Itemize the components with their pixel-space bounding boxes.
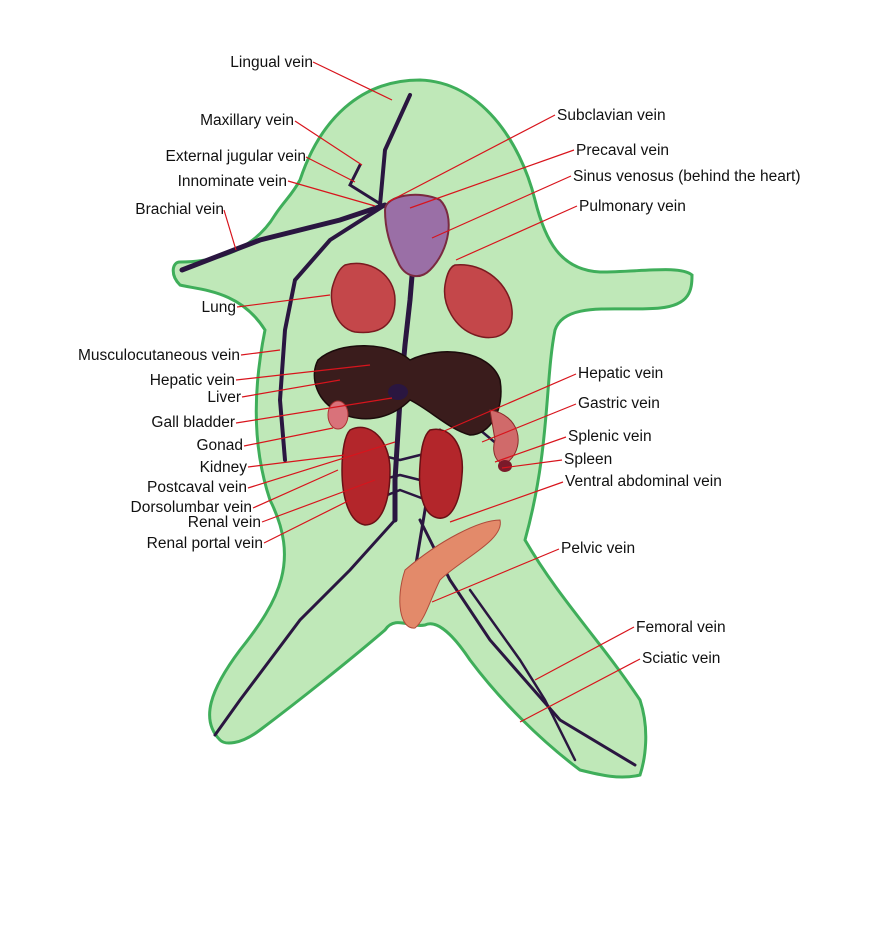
label-hepatic-vein-left: Hepatic vein [150,372,235,389]
stomach [489,409,519,464]
label-brachial-vein: Brachial vein [135,201,224,218]
label-gall-bladder: Gall bladder [151,414,235,431]
label-lingual-vein: Lingual vein [230,54,313,71]
spleen [498,460,512,472]
label-sinus-venosus: Sinus venosus (behind the heart) [573,168,800,185]
frog-body-outline [171,78,694,779]
intestine [399,519,501,629]
gall-bladder [388,384,408,400]
label-renal-vein: Renal vein [188,514,261,531]
label-innominate-vein: Innominate vein [178,173,287,190]
lung-right [443,264,513,339]
labels-left: Lingual vein Maxillary vein External jug… [78,54,313,552]
lung-left [330,262,396,334]
label-lung: Lung [202,299,236,316]
kidney-right [418,428,464,519]
label-femoral-vein: Femoral vein [636,619,726,636]
label-kidney: Kidney [200,459,248,476]
label-hepatic-vein-right: Hepatic vein [578,365,663,382]
label-musculocutaneous-vein: Musculocutaneous vein [78,347,240,364]
label-subclavian-vein: Subclavian vein [557,107,666,124]
label-dorsolumbar-vein: Dorsolumbar vein [131,499,252,516]
label-renal-portal-vein: Renal portal vein [147,535,263,552]
label-sciatic-vein: Sciatic vein [642,650,720,667]
label-pelvic-vein: Pelvic vein [561,540,635,557]
label-postcaval-vein: Postcaval vein [147,479,247,496]
label-maxillary-vein: Maxillary vein [200,112,294,129]
labels-right: Subclavian vein Precaval vein Sinus veno… [557,107,800,667]
label-gastric-vein: Gastric vein [578,395,660,412]
label-external-jugular-vein: External jugular vein [166,148,306,165]
label-ventral-abdominal-vein: Ventral abdominal vein [565,473,722,490]
leader-lines [223,61,641,723]
label-pulmonary-vein: Pulmonary vein [579,198,686,215]
kidney-left [341,426,391,526]
label-liver: Liver [207,389,241,406]
label-spleen: Spleen [564,451,612,468]
heart [383,193,450,278]
label-gonad: Gonad [196,437,243,454]
label-splenic-vein: Splenic vein [568,428,652,445]
label-precaval-vein: Precaval vein [576,142,669,159]
